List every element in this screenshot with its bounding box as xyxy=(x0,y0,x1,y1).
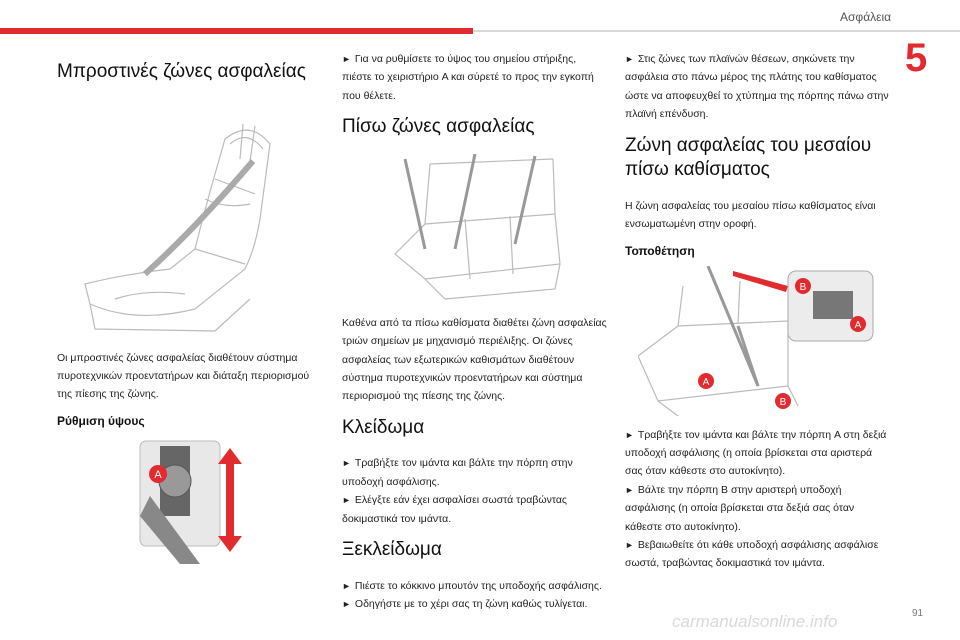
height-adjust-illustration: A xyxy=(139,440,242,564)
bullet-arrow-icon: ► xyxy=(342,598,351,609)
page-number: 91 xyxy=(912,608,924,619)
bullet-outer-seats: ►Στις ζώνες των πλαϊνών θέσεων, σηκώνετε… xyxy=(625,53,889,121)
bullet-arrow-icon: ► xyxy=(625,539,634,550)
svg-text:B: B xyxy=(779,397,786,408)
heading-front-belts: Μπροστινές ζώνες ασφαλείας xyxy=(57,61,306,82)
section-title: Ασφάλεια xyxy=(840,10,892,24)
svg-text:A: A xyxy=(702,377,709,388)
bullet-arrow-icon: ► xyxy=(342,580,351,591)
bullet-arrow-icon: ► xyxy=(625,54,634,64)
bullet-lock-1: ►Τραβήξτε τον ιμάντα και βάλτε την πόρπη… xyxy=(342,457,573,488)
bullet-fit-1: ►Τραβήξτε τον ιμάντα και βάλτε την πόρπη… xyxy=(625,428,887,478)
bullet-arrow-icon: ► xyxy=(625,484,634,495)
bullet-fit-3: ►Βεβαιωθείτε ότι κάθε υποδοχή ασφάλισης … xyxy=(625,538,879,570)
svg-text:A: A xyxy=(854,320,861,331)
middle-belt-paragraph: Η ζώνη ασφαλείας του μεσαίου πίσω καθίσμ… xyxy=(625,199,876,231)
bullet-unlock-2: ►Οδηγήστε με το χέρι σας τη ζώνη καθώς τ… xyxy=(342,597,588,610)
chapter-number: 5 xyxy=(905,36,928,80)
front-belts-paragraph: Οι μπροστινές ζώνες ασφαλείας διαθέτουν … xyxy=(57,351,310,401)
watermark: carmanualsonline.info xyxy=(672,612,838,631)
heading-locking: Κλείδωμα xyxy=(342,416,425,438)
heading-rear-belts: Πίσω ζώνες ασφαλείας xyxy=(342,116,535,138)
heading-middle-belt: Ζώνη ασφαλείας του μεσαίου πίσω καθίσματ… xyxy=(625,134,872,181)
label-badge-a xyxy=(148,464,167,483)
bullet-unlock-1: ►Πιέστε το κόκκινο μπουτόν της υποδοχής … xyxy=(342,579,602,592)
bullet-arrow-icon: ► xyxy=(342,458,351,469)
heading-unlocking: Ξεκλείδωμα xyxy=(342,538,442,560)
label-badge-a xyxy=(849,315,866,332)
middle-belt-illustration: B A A B xyxy=(637,265,873,416)
column-front-belts: Μπροστινές ζώνες ασφαλείας Οι μπροστινές… xyxy=(57,50,322,576)
rear-belts-paragraph: Καθένα από τα πίσω καθίσματα διαθέτει ζώ… xyxy=(342,316,607,403)
svg-text:A: A xyxy=(154,469,162,481)
label-badge-b xyxy=(794,277,811,294)
rear-seat-illustration xyxy=(393,153,561,300)
heading-fitting: Τοποθέτηση xyxy=(625,243,695,258)
bullet-arrow-icon: ► xyxy=(342,54,351,64)
bullet-arrow-icon: ► xyxy=(625,429,634,440)
header-grey-bar xyxy=(473,30,960,32)
bullet-arrow-icon: ► xyxy=(342,495,351,506)
bullet-fit-2: ►Βάλτε την πόρπη B στην αριστερή υποδοχή… xyxy=(625,483,855,533)
label-badge-a xyxy=(697,372,714,389)
bullet-height-adjust: ►Για να ρυθμίσετε το ύψος του σημείου στ… xyxy=(342,53,594,102)
header-red-bar xyxy=(0,28,473,34)
svg-text:B: B xyxy=(799,282,806,293)
column-middle-belt: ►Στις ζώνες των πλαϊνών θέσεων, σηκώνετε… xyxy=(625,50,890,573)
column-rear-belts: ►Για να ρυθμίσετε το ύψος του σημείου στ… xyxy=(342,50,607,613)
front-seat-illustration xyxy=(83,123,271,332)
bullet-lock-2: ►Ελέγξτε εάν έχει ασφαλίσει σωστά τραβών… xyxy=(342,494,567,525)
label-badge-b xyxy=(774,392,791,409)
heading-height-adjust: Ρύθμιση ύψους xyxy=(57,413,145,428)
